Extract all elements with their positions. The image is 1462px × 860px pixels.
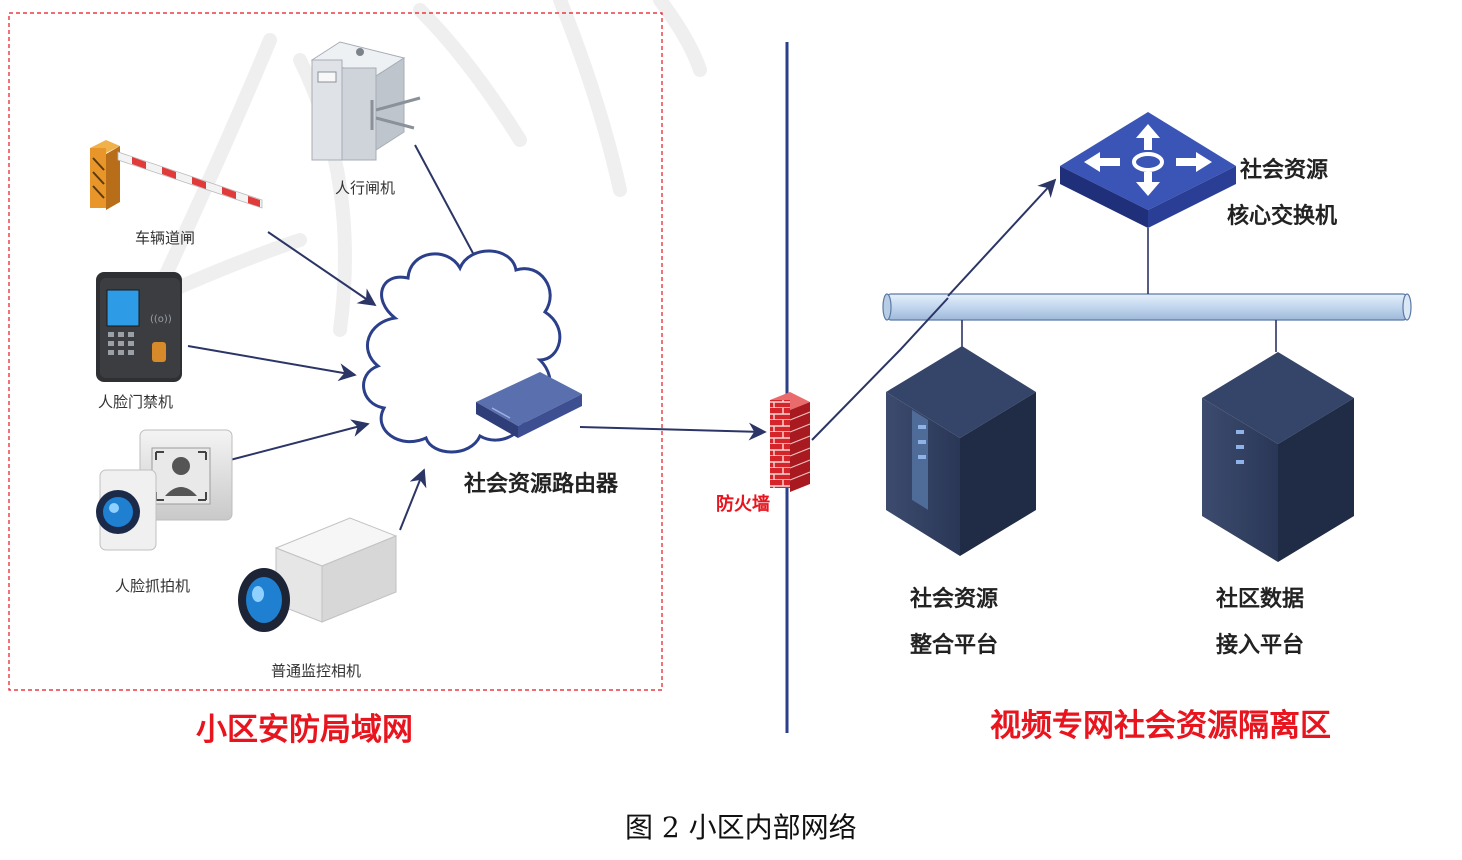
server2-label-line2: 接入平台	[1216, 633, 1305, 658]
svg-text:((o)): ((o))	[150, 314, 172, 325]
figure-caption: 图 2 小区内部网络	[625, 811, 857, 844]
face-capture-camera-icon	[96, 429, 233, 551]
bus-links	[961, 228, 1277, 352]
device-arrows	[187, 144, 1057, 531]
server-community-data-icon	[1202, 352, 1354, 562]
server-integration-icon	[886, 346, 1036, 556]
face-capture-label: 人脸抓拍机	[115, 577, 191, 595]
face-access-label: 人脸门禁机	[98, 393, 174, 411]
server1-label-line2: 整合平台	[910, 633, 999, 658]
firewall-icon	[770, 392, 811, 492]
server2-label-line1: 社区数据	[1216, 587, 1305, 612]
router-icon	[476, 372, 582, 438]
surveillance-camera-icon	[238, 517, 398, 632]
core-switch-label-line1: 社会资源	[1240, 158, 1329, 183]
face-access-terminal-icon: ((o))	[96, 272, 182, 382]
vehicle-barrier-label: 车辆道闸	[135, 229, 196, 247]
isolation-zone-title: 视频专网社会资源隔离区	[990, 708, 1331, 744]
router-label: 社会资源路由器	[464, 472, 619, 497]
vehicle-barrier-icon	[90, 140, 263, 210]
lan-zone-title: 小区安防局域网	[196, 712, 413, 748]
core-switch-icon	[1060, 112, 1236, 228]
turnstile-icon	[310, 41, 421, 161]
core-switch-label-line2: 核心交换机	[1227, 204, 1338, 229]
server1-label-line1: 社会资源	[910, 587, 999, 612]
turnstile-label: 人行闸机	[335, 179, 396, 197]
network-bus	[882, 293, 1412, 321]
camera-label: 普通监控相机	[271, 662, 362, 680]
firewall-label: 防火墙	[716, 494, 770, 515]
